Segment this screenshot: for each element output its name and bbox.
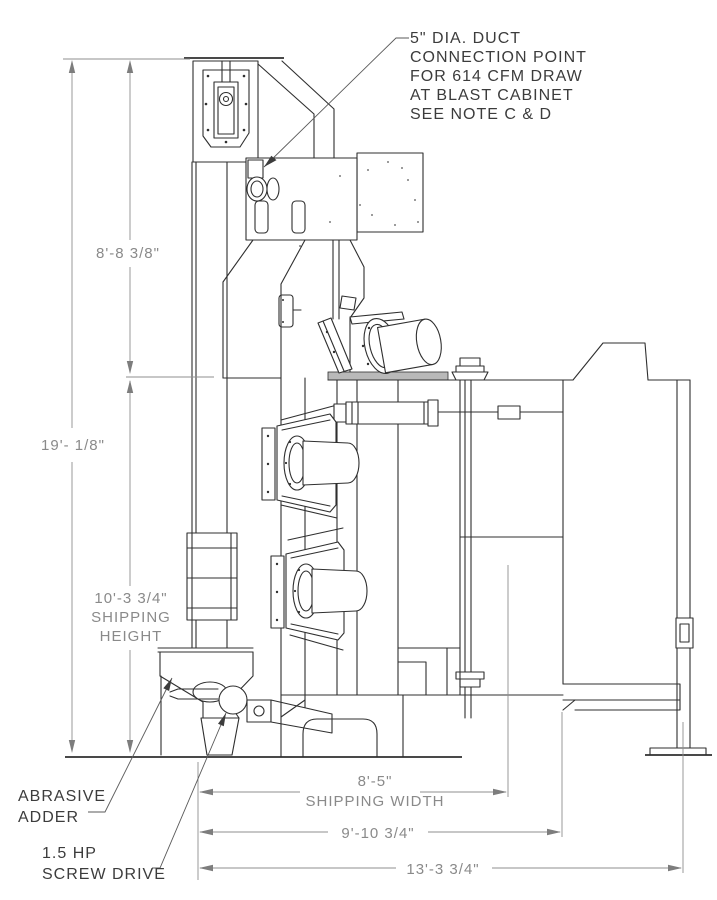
- screw-trough: [270, 699, 333, 734]
- abrasive-adder-line1: ABRASIVE: [18, 788, 106, 805]
- gearbox: [246, 699, 272, 723]
- cylinder-rod-clevis: [497, 405, 521, 420]
- screw-drive-line2: SCREW DRIVE: [42, 866, 166, 883]
- dimension-height: 8'-8 3/8" 19'- 1/8" 10'-3 3/4" SHIPPING …: [41, 58, 214, 753]
- cabinet-latch: [675, 617, 694, 649]
- screw-drive: [169, 681, 333, 734]
- duct-callout-line1: 5" DIA. DUCT: [410, 30, 521, 47]
- separator-hood: [222, 239, 365, 379]
- screw-drive-line1: 1.5 HP: [42, 845, 97, 862]
- base-arch: [302, 718, 378, 758]
- machine-base: [65, 694, 712, 758]
- elevator-head: [184, 57, 284, 163]
- blast-cabinet: [327, 342, 707, 756]
- screw-drive-label: 1.5 HP SCREW DRIVE: [42, 712, 227, 883]
- cabinet-leg: [676, 709, 691, 749]
- dim-width-mid: 9'-10 3/4": [341, 825, 414, 842]
- dim-shipping-height-word1: SHIPPING: [91, 609, 171, 626]
- duct-callout-line3: FOR 614 CFM DRAW: [410, 68, 583, 85]
- duct-callout-line2: CONNECTION POINT: [410, 49, 587, 66]
- elevator-drive-motor: [218, 91, 234, 107]
- cabinet-roof-bump: [572, 342, 649, 381]
- dim-shipping-height-value: 10'-3 3/4": [94, 590, 167, 607]
- duct-callout: 5" DIA. DUCT CONNECTION POINT FOR 614 CF…: [263, 30, 587, 168]
- dim-total-height: 19'- 1/8": [41, 437, 105, 454]
- duct-callout-line4: AT BLAST CABINET: [410, 87, 574, 104]
- cabinet-foot: [649, 747, 707, 756]
- discharge-chute: [257, 60, 335, 159]
- dim-shipping-width-value: 8'-5": [358, 773, 393, 790]
- separator-plenum: [245, 152, 424, 247]
- dim-shipping-height-word2: HEIGHT: [100, 628, 163, 645]
- blast-wheel-motor-3: [270, 541, 368, 641]
- duct-callout-line5: SEE NOTE C & D: [410, 106, 552, 123]
- hood-access-door: [278, 294, 294, 328]
- dim-shipping-width-word: SHIPPING WIDTH: [305, 793, 444, 810]
- door-air-cylinder: [333, 399, 564, 427]
- abrasive-adder-line2: ADDER: [18, 809, 79, 826]
- hopper-boot: [200, 717, 240, 756]
- mid-structure: [280, 377, 461, 718]
- abrasive-adder-label: ABRASIVE ADDER: [18, 677, 173, 826]
- weld-speckles: [299, 161, 419, 247]
- louver-panel: [186, 532, 238, 621]
- motor-cylinder: [311, 568, 368, 614]
- dim-width-overall: 13'-3 3/4": [406, 861, 479, 878]
- duct-stub: [247, 159, 264, 179]
- dim-upper-height: 8'-8 3/8": [96, 245, 160, 262]
- motor-cylinder: [376, 318, 442, 374]
- dimension-widths: 8'-5" SHIPPING WIDTH 9'-10 3/4" 13'-3 3/…: [197, 565, 684, 880]
- door-tie-rod: [451, 357, 489, 719]
- blast-wheel-motor-top: [317, 295, 449, 381]
- blast-wheel-motor-2: [261, 413, 360, 513]
- motor-cylinder: [302, 440, 360, 486]
- screw-drive-motor: [218, 685, 248, 715]
